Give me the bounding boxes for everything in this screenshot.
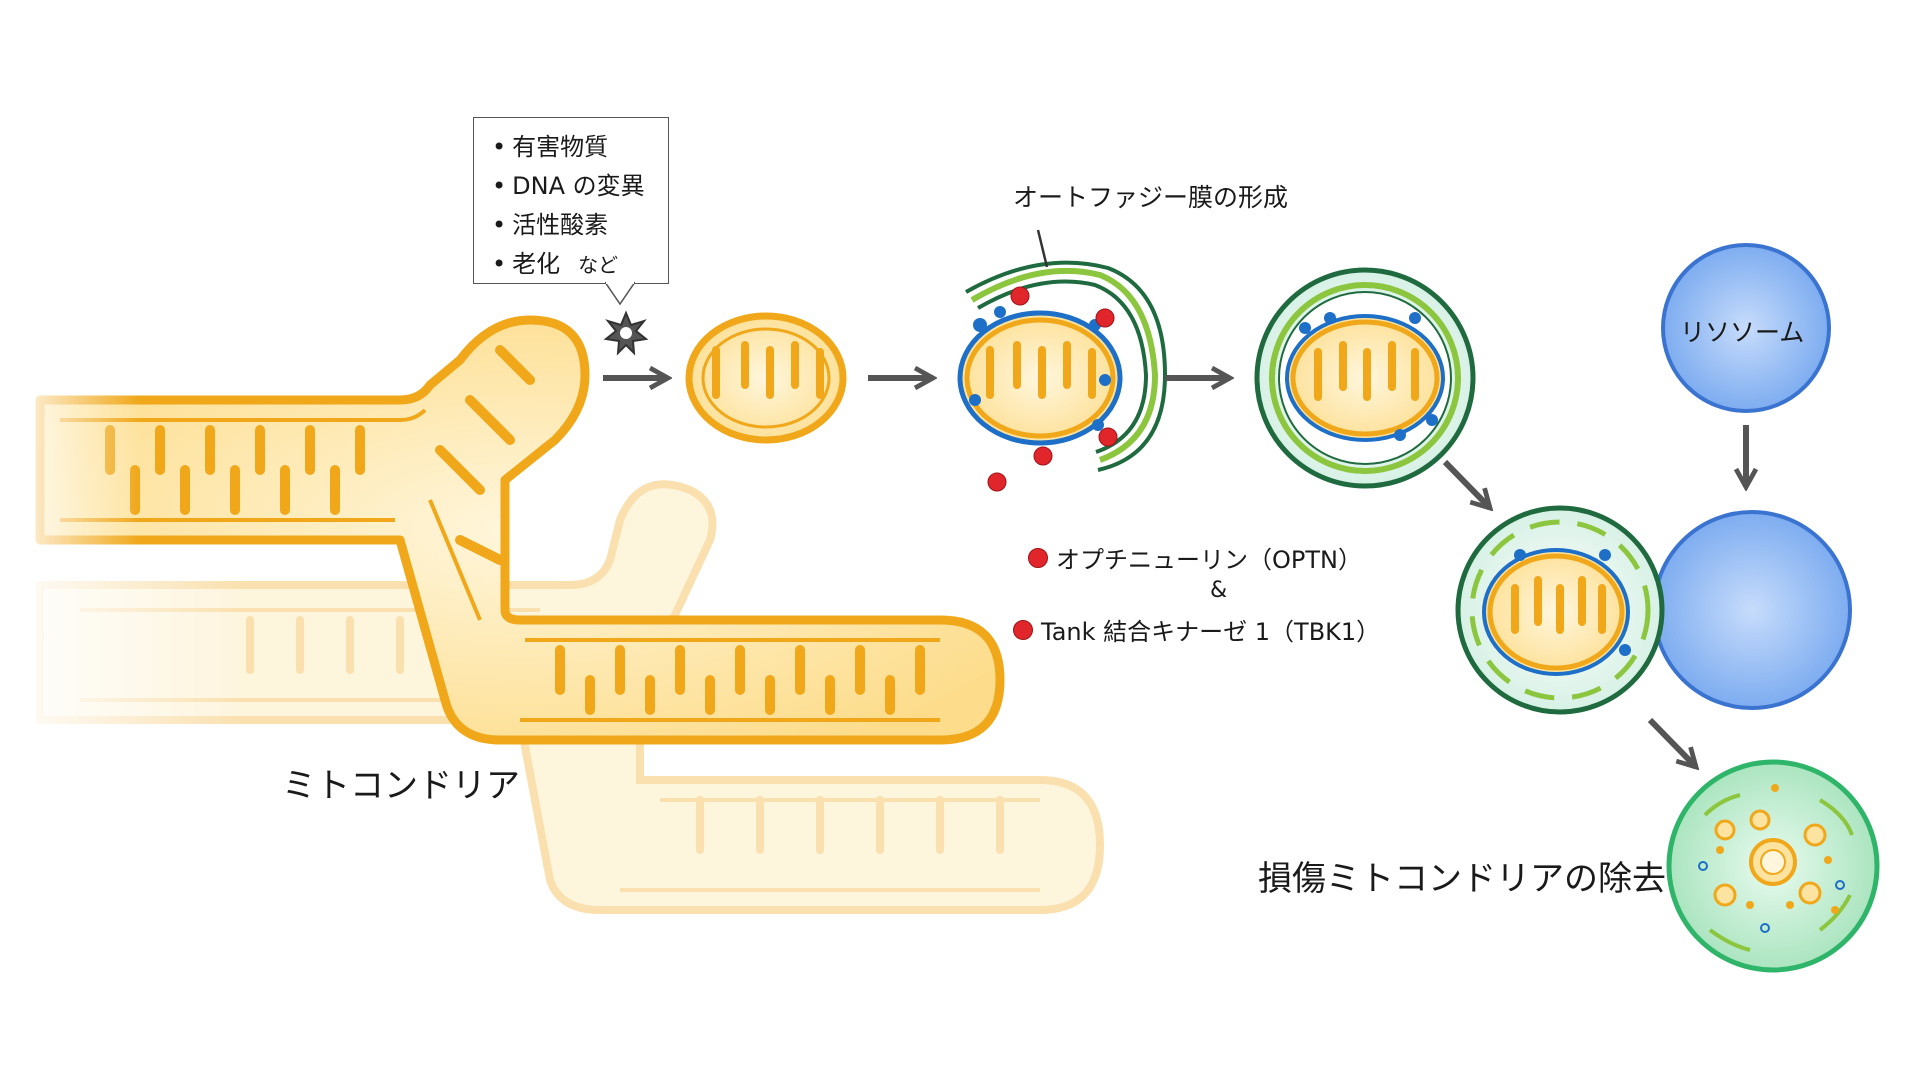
stress-item: 活性酸素 [492, 206, 668, 245]
legend-ampersand: & [1210, 578, 1228, 603]
legend-tbk1: Tank 結合キナーゼ 1（TBK1） [1013, 612, 1380, 647]
tbk1-dots [969, 306, 1111, 431]
lysosome-label: リソソーム [1680, 318, 1805, 347]
forming-autophagosome [957, 229, 1168, 492]
legend-optn: オプチニューリン（OPTN） [1028, 540, 1362, 575]
removal-label: 損傷ミトコンドリアの除去 [1258, 859, 1666, 899]
arrow-to-fusion-left [1442, 459, 1490, 508]
damage-burst-icon [603, 310, 649, 356]
stress-item: 有害物質 [492, 128, 668, 167]
lysosome [1661, 243, 1831, 413]
legend-tbk1-text: Tank 結合キナーゼ 1（TBK1） [1041, 618, 1381, 646]
autophagy-membrane-label: オートファジー膜の形成 [1013, 183, 1289, 212]
arrow-to-removal [1647, 717, 1696, 767]
red-dot-icon [1013, 619, 1033, 640]
callout-pointer [605, 282, 635, 306]
degraded-vesicle [1666, 759, 1880, 973]
autolysosome-fusion [1455, 505, 1852, 715]
red-dot-icon [1028, 547, 1048, 568]
stress-item: DNA の変異 [492, 167, 668, 206]
isolated-mitochondrion [685, 312, 847, 444]
main-mitochondrion [0, 315, 1005, 745]
optn-dots [987, 286, 1118, 492]
stress-suffix: など [578, 253, 619, 277]
mitochondria-label: ミトコンドリア [282, 766, 520, 806]
autophagosome [1254, 267, 1476, 489]
legend-optn-text: オプチニューリン（OPTN） [1056, 546, 1362, 574]
